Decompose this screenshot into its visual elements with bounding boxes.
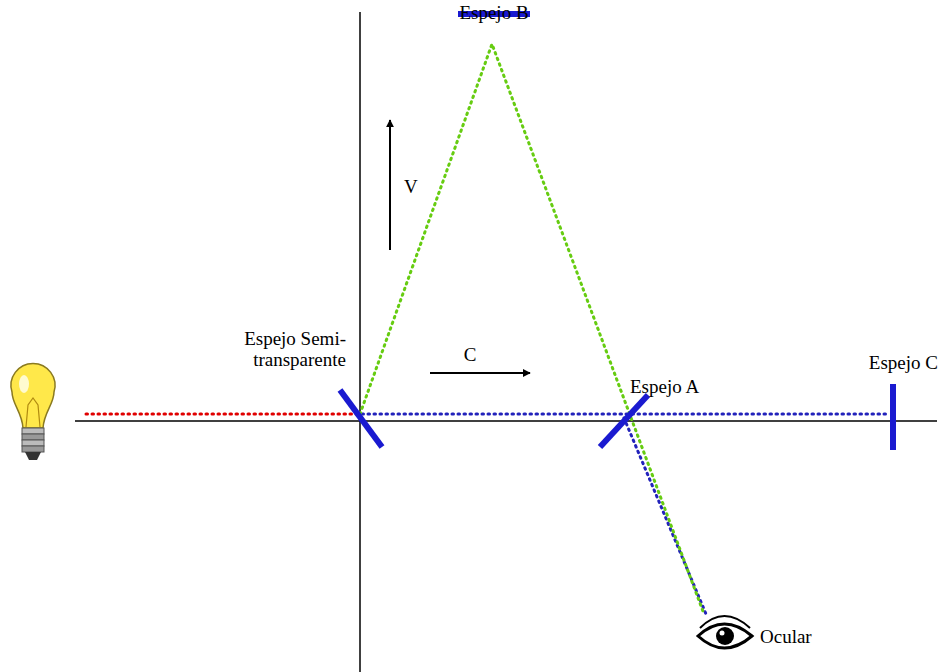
horizontal-beam — [362, 413, 888, 416]
velocity-symbol: V — [402, 176, 420, 197]
mirror-a — [600, 395, 648, 447]
light-bulb — [11, 363, 55, 460]
mirror-label: Espejo B — [457, 2, 530, 23]
eye-icon — [698, 616, 752, 648]
mirror-c — [890, 384, 896, 450]
mirror-label: Espejo A — [628, 376, 701, 397]
velocity-arrow — [389, 120, 391, 250]
horizontal-axis — [75, 420, 937, 422]
semi-transparent-mirror — [340, 390, 382, 447]
return-beam-c — [624, 418, 706, 614]
eyepiece-label: Ocular — [758, 626, 814, 647]
vertical-axis — [359, 12, 361, 672]
mirror-label: Espejo Semi-transparente — [194, 328, 348, 370]
vertical-beam — [360, 44, 704, 614]
light-speed-arrow — [430, 372, 530, 374]
speed-symbol: C — [462, 344, 479, 365]
incident-beam — [86, 413, 358, 416]
mirror-label: Espejo C — [867, 352, 940, 373]
